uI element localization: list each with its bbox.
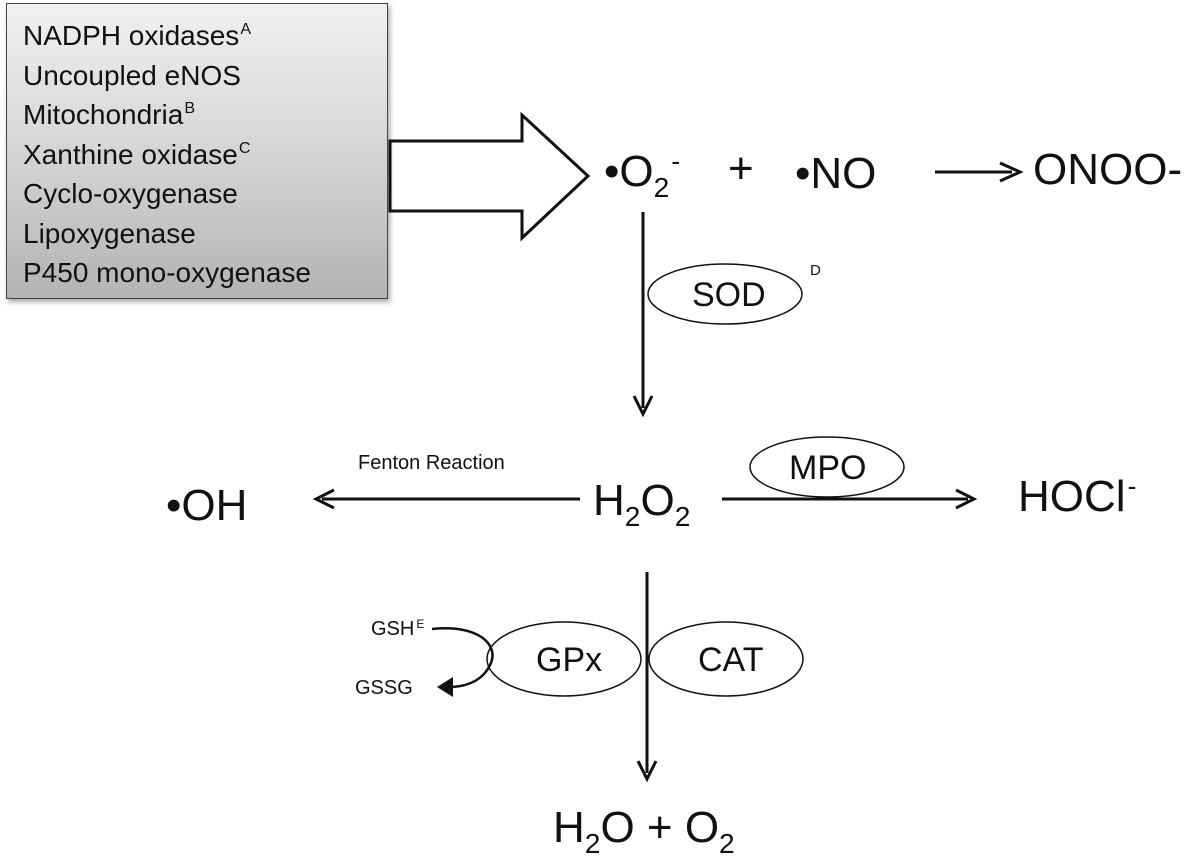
mpo-label: MPO [789,449,867,487]
gpx-label: GPx [536,641,603,679]
mpo-ellipse [749,436,905,498]
sod-ellipse [647,263,803,325]
sod-note: D [810,262,821,279]
source-item-xanthine-oxidase: Xanthine oxidaseC [23,138,251,170]
peroxynitrite-label: ONOO- [1033,145,1183,194]
nitric-oxide-label: •NO [795,149,877,198]
source-item-lipoxygenase: Lipoxygenase [23,217,196,249]
gssg-label: GSSG [355,677,413,699]
source-item-cyclo-oxygenase: Cyclo-oxygenase [23,178,238,209]
source-item-p450: P450 mono-oxygenase [23,257,311,288]
water-oxygen-label: H2O + O2 [553,803,735,859]
cat-ellipse [648,621,804,697]
hypochlorite-label: HOCl- [1018,470,1137,521]
sod-arrow [632,212,654,418]
plus-sign: + [728,144,754,193]
sod-label: SOD [692,276,766,314]
hydrogen-peroxide-label: H2O2 [593,476,691,532]
peroxynitrite-arrow [935,161,1024,183]
sources-hollow-arrow [388,111,591,242]
detox-arrow [636,572,658,783]
hydroxyl-label: •OH [166,481,248,530]
fenton-arrow [312,488,580,510]
gpx-ellipse [486,621,642,697]
mpo-arrow [722,488,978,510]
source-item-nadph-oxidases: NADPH oxidasesA [23,20,251,51]
ros-sources-box: NADPH oxidasesA Uncoupled eNOS Mitochond… [6,3,388,299]
superoxide-label: •O2- [604,145,681,203]
cat-label: CAT [698,641,764,679]
source-item-mitochondria: MitochondriaB [23,99,195,130]
source-item-uncoupled-enos: Uncoupled eNOS [23,59,241,91]
glutathione-curved-arrow [431,627,494,697]
fenton-reaction-label: Fenton Reaction [358,452,505,474]
